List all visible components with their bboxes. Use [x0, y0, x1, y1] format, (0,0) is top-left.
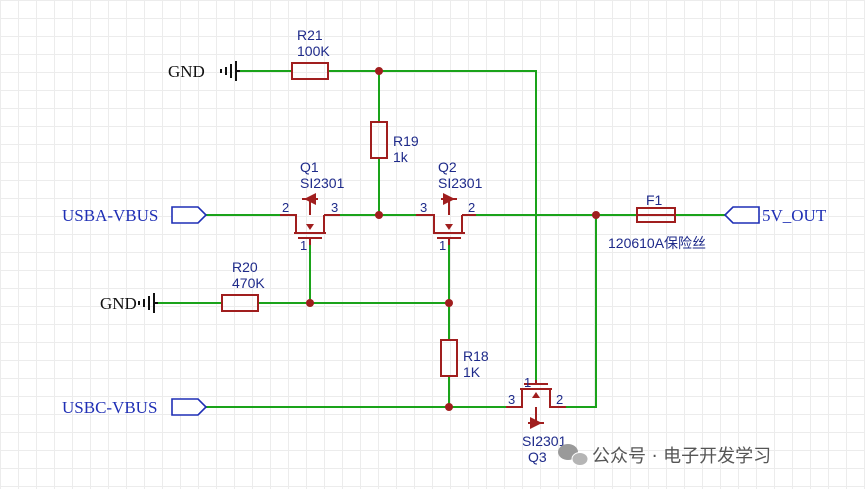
pin-number: 3 — [331, 200, 338, 215]
junction-dot — [375, 211, 383, 219]
gnd-symbol-top: GND — [168, 61, 240, 81]
component-part: SI2301 — [300, 175, 345, 191]
gnd-label: GND — [100, 294, 137, 313]
resistor-r19: R19 1k — [370, 121, 419, 165]
resistor-body — [370, 121, 388, 159]
component-ref: Q2 — [438, 159, 457, 175]
gnd-label: GND — [168, 62, 205, 81]
ground-icon — [220, 61, 240, 81]
component-ref: Q1 — [300, 159, 319, 175]
net-label: 5V_OUT — [762, 206, 827, 225]
component-ref: R21 — [297, 27, 323, 43]
watermark: 公众号 · 电子开发学习 — [558, 444, 771, 467]
component-value: 120610A保险丝 — [608, 235, 706, 251]
resistor-r18: R18 1K — [440, 339, 489, 380]
junctions — [306, 67, 600, 411]
port-usbc-vbus: USBC-VBUS — [62, 398, 208, 417]
component-ref: R20 — [232, 259, 258, 275]
gnd-symbol-mid: GND — [100, 293, 158, 313]
diode-triangle-icon — [443, 193, 455, 205]
ground-icon — [138, 293, 158, 313]
net-label: USBC-VBUS — [62, 398, 157, 417]
mosfet-q2: Q2 SI2301 3 2 1 — [416, 159, 483, 253]
junction-dot — [592, 211, 600, 219]
pin-number: 3 — [420, 200, 427, 215]
component-value: 1k — [393, 149, 409, 165]
resistor-body — [221, 294, 259, 312]
component-value: 100K — [297, 43, 330, 59]
wire-r21-node — [328, 70, 537, 380]
component-ref: Q3 — [528, 449, 547, 465]
mosfet-symbol-icon — [506, 380, 566, 424]
component-ref: R19 — [393, 133, 419, 149]
mosfet-q1: Q1 SI2301 2 3 1 — [280, 159, 345, 253]
component-ref: F1 — [646, 192, 663, 208]
wechat-icon — [558, 444, 589, 466]
component-part: SI2301 — [522, 433, 567, 449]
pin-number: 2 — [556, 392, 563, 407]
component-value: 470K — [232, 275, 265, 291]
channel-arrow-icon — [306, 224, 314, 230]
pin-number: 1 — [524, 375, 531, 390]
pin-number: 2 — [282, 200, 289, 215]
port-usba-vbus: USBA-VBUS — [62, 206, 208, 225]
pin-number: 1 — [439, 238, 446, 253]
fuse-f1: F1 120610A保险丝 — [608, 192, 706, 251]
junction-dot — [445, 403, 453, 411]
port-arrow-icon — [171, 206, 208, 224]
junction-dot — [306, 299, 314, 307]
wire-q3-out — [566, 215, 597, 408]
pin-number: 3 — [508, 392, 515, 407]
pin-number: 2 — [468, 200, 475, 215]
junction-dot — [445, 299, 453, 307]
junction-dot — [375, 67, 383, 75]
component-part: SI2301 — [438, 175, 483, 191]
pin-number: 1 — [300, 238, 307, 253]
port-arrow-icon — [171, 398, 208, 416]
wires — [158, 70, 725, 408]
resistor-body — [440, 339, 458, 377]
channel-arrow-icon — [445, 224, 453, 230]
resistor-r20: R20 470K — [221, 259, 265, 312]
watermark-text: 公众号 · 电子开发学习 — [592, 446, 771, 467]
diode-triangle-icon — [304, 193, 316, 205]
port-arrow-icon — [723, 206, 760, 224]
channel-arrow-icon — [532, 392, 540, 398]
net-label: USBA-VBUS — [62, 206, 158, 225]
component-value: 1K — [463, 364, 481, 380]
resistor-body — [291, 62, 329, 80]
resistor-r21: R21 100K — [291, 27, 330, 80]
mosfet-q3: 3 2 1 SI2301 Q3 — [506, 375, 567, 465]
diode-triangle-icon — [530, 417, 542, 429]
port-5v-out: 5V_OUT — [723, 206, 827, 225]
component-ref: R18 — [463, 348, 489, 364]
